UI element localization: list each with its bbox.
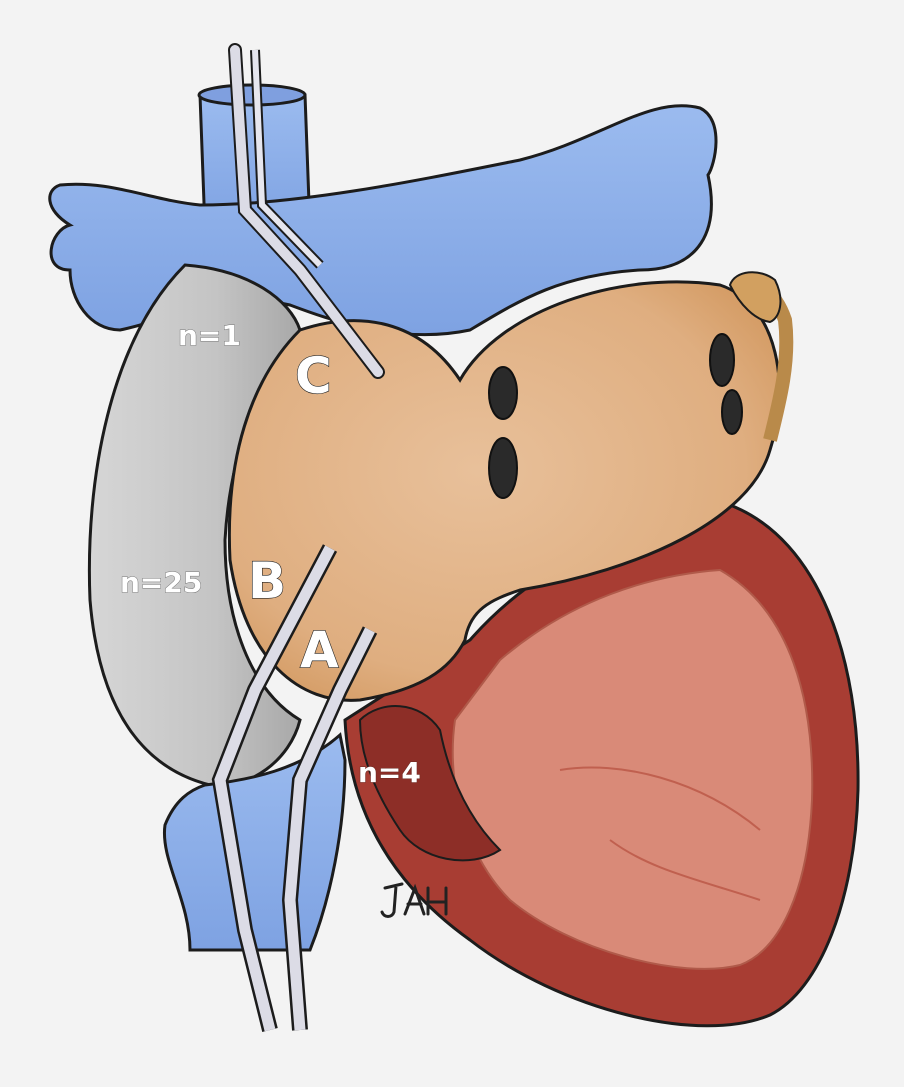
count-b: n=25 xyxy=(120,566,202,599)
label-c: C xyxy=(295,347,332,405)
count-c: n=1 xyxy=(178,319,241,352)
pulmonary-vein-orifice xyxy=(710,334,734,386)
count-a: n=4 xyxy=(358,756,421,789)
pulmonary-vein-orifice xyxy=(722,390,742,434)
label-a: A xyxy=(300,621,339,679)
pulmonary-vein-orifice xyxy=(489,438,517,498)
pulmonary-vein-orifice xyxy=(489,367,517,419)
label-b: B xyxy=(248,552,286,610)
